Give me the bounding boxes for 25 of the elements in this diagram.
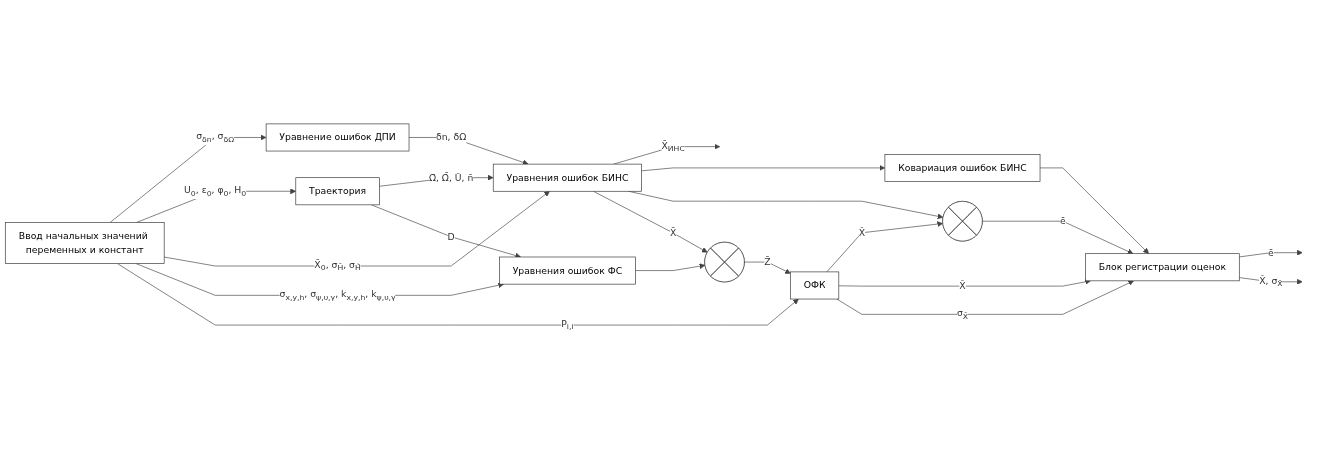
- edge-label: σ$_{x,y,h}$, σ$_{ψ,υ,γ}$, k$_{x,y,h}$, k$_{ψ,υ,γ}$: [279, 288, 396, 302]
- node-box: Ввод начальных значений переменных и констант: [4, 222, 165, 264]
- edge-label: Z̄: [764, 256, 771, 268]
- edge-label: ē: [1059, 215, 1066, 227]
- edge-label: X̂: [959, 280, 966, 292]
- node-box: Уравнения ошибок БИНС: [492, 163, 642, 192]
- edge-label: D: [447, 231, 455, 242]
- edge-label: X̄: [669, 227, 677, 238]
- edge-label: Ω̄, Ω̇̄, Ū, n̄: [428, 172, 474, 183]
- node-box: Ковариация ошибок БИНС: [884, 154, 1041, 182]
- node-box: Блок регистрации оценок: [1085, 253, 1240, 282]
- node-box: Уравнения ошибок ФС: [499, 256, 636, 285]
- edge-label: X̂: [858, 227, 866, 238]
- edge-label: ē: [1268, 247, 1274, 258]
- edge-label: P$_{i,i}$: [561, 318, 574, 332]
- node-box: ОФК: [790, 271, 840, 300]
- edge-label: σ$_{X̂}$: [956, 307, 969, 321]
- edge-label: X̄$_{ИНС}$: [661, 139, 685, 154]
- edge-label: δn, δΩ: [436, 131, 467, 143]
- edge-label: U$_{0}$, ε$_{0}$, φ$_{0}$, H$_{0}$: [184, 184, 247, 198]
- node-box: Траектория: [295, 177, 380, 206]
- edge-label: X̂, σ$_{X̂}$: [1259, 275, 1283, 289]
- edge-label: σ$_{δn}$, σ$_{δΩ}$: [196, 130, 235, 144]
- edge-label: X̄$_{0}$, σ$_{H̄}$, σ$_{Ḣ̄}$: [314, 259, 361, 273]
- node-box: Уравнение ошибок ДПИ: [265, 123, 410, 152]
